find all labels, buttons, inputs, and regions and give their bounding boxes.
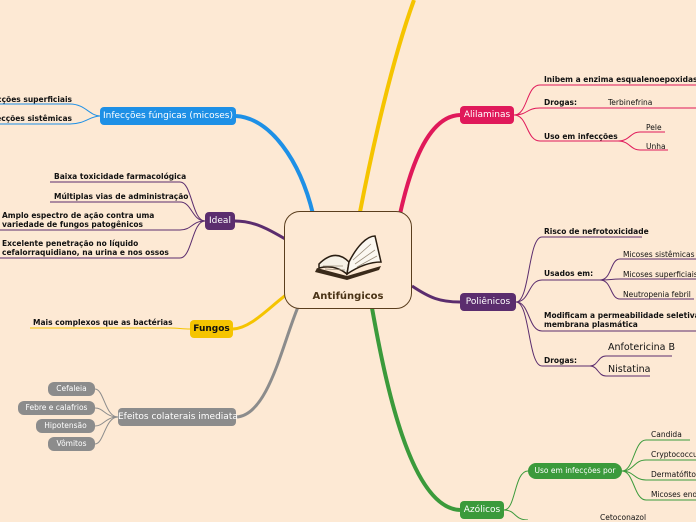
leaf-hipotensao[interactable]: Hipotensão	[36, 419, 95, 433]
leaf-pele[interactable]: Pele	[646, 123, 662, 132]
leaf-inibem-enzima[interactable]: Inibem a enzima esqualenoepoxidase	[544, 75, 696, 84]
leaf-amplo-espectro-2: variedade de fungos patogênicos	[2, 220, 144, 229]
leaf-cefaleia[interactable]: Cefaleia	[48, 382, 95, 396]
leaf-dermatofitos[interactable]: Dermatófitos	[651, 470, 696, 479]
leaf-infeccoes-sistemicas[interactable]: Infecções sistêmicas	[0, 114, 72, 123]
node-uso-em-infeccoes-por[interactable]: Uso em infecções por	[528, 463, 622, 479]
leaf-cetoconazol[interactable]: Cetoconazol	[600, 513, 647, 522]
leaf-polienicos-drogas[interactable]: Drogas:	[544, 356, 577, 365]
leaf-cryptococcus[interactable]: Cryptococcus	[651, 450, 696, 459]
node-efeitos-colaterais[interactable]: Efeitos colaterais imediata	[118, 408, 238, 426]
leaf-amplo-espectro-1[interactable]: Amplo espectro de ação contra uma	[2, 211, 155, 220]
node-azolicos[interactable]: Azólicos	[460, 501, 504, 519]
leaf-vomitos[interactable]: Vômitos	[48, 437, 95, 451]
node-alilaminas[interactable]: Alilaminas	[460, 106, 514, 124]
leaf-neutropenia-febril[interactable]: Neutropenia febril	[623, 290, 691, 299]
leaf-risco-nefrotoxicidade[interactable]: Risco de nefrotoxicidade	[544, 227, 649, 236]
leaf-multiplas-vias[interactable]: Múltiplas vias de administração	[54, 192, 189, 201]
leaf-usados-em[interactable]: Usados em:	[544, 269, 594, 278]
leaf-baixa-toxicidade[interactable]: Baixa toxicidade farmacológica	[54, 172, 187, 181]
leaf-febre-calafrios[interactable]: Febre e calafrios	[18, 401, 95, 415]
leaf-anfotericina-b[interactable]: Anfotericina B	[608, 342, 676, 353]
leaf-mais-complexos[interactable]: Mais complexos que as bactérias	[33, 318, 173, 327]
leaf-excelente-penetracao-2: cefalorraquidiano, na urina e nos ossos	[2, 248, 169, 257]
leaf-alilaminas-drogas[interactable]: Drogas:	[544, 98, 577, 107]
central-topic-title: Antifúngicos	[312, 291, 384, 302]
leaf-excelente-penetracao-1[interactable]: Excelente penetração no líquido	[2, 239, 139, 248]
leaf-micoses-endemicas[interactable]: Micoses endêmicas	[651, 490, 696, 499]
leaf-nistatina[interactable]: Nistatina	[608, 364, 651, 375]
leaf-modificam-permeabilidade-2: membrana plasmática	[544, 320, 638, 329]
leaf-micoses-superficiais[interactable]: Micoses superficiais	[623, 270, 696, 279]
leaf-terbinefrina[interactable]: Terbinefrina	[608, 98, 653, 107]
leaf-candida[interactable]: Candida	[651, 430, 682, 439]
leaf-infeccoes-superficiais[interactable]: Infecções superficiais	[0, 95, 72, 104]
node-infeccoes-fungicas[interactable]: Infecções fúngicas (micoses)	[100, 107, 236, 125]
central-topic[interactable]: Antifúngicos	[284, 211, 412, 309]
node-polienicos[interactable]: Poliênicos	[460, 293, 516, 311]
leaf-modificam-permeabilidade-1[interactable]: Modificam a permeabilidade seletiva da	[544, 311, 696, 320]
node-fungos[interactable]: Fungos	[190, 320, 233, 338]
node-ideal[interactable]: Ideal	[205, 212, 235, 230]
leaf-unha[interactable]: Unha	[646, 142, 666, 151]
book-icon	[315, 235, 382, 280]
leaf-micoses-sistemicas[interactable]: Micoses sistêmicas	[623, 250, 695, 259]
leaf-uso-em-infeccoes[interactable]: Uso em infecções	[544, 132, 618, 141]
